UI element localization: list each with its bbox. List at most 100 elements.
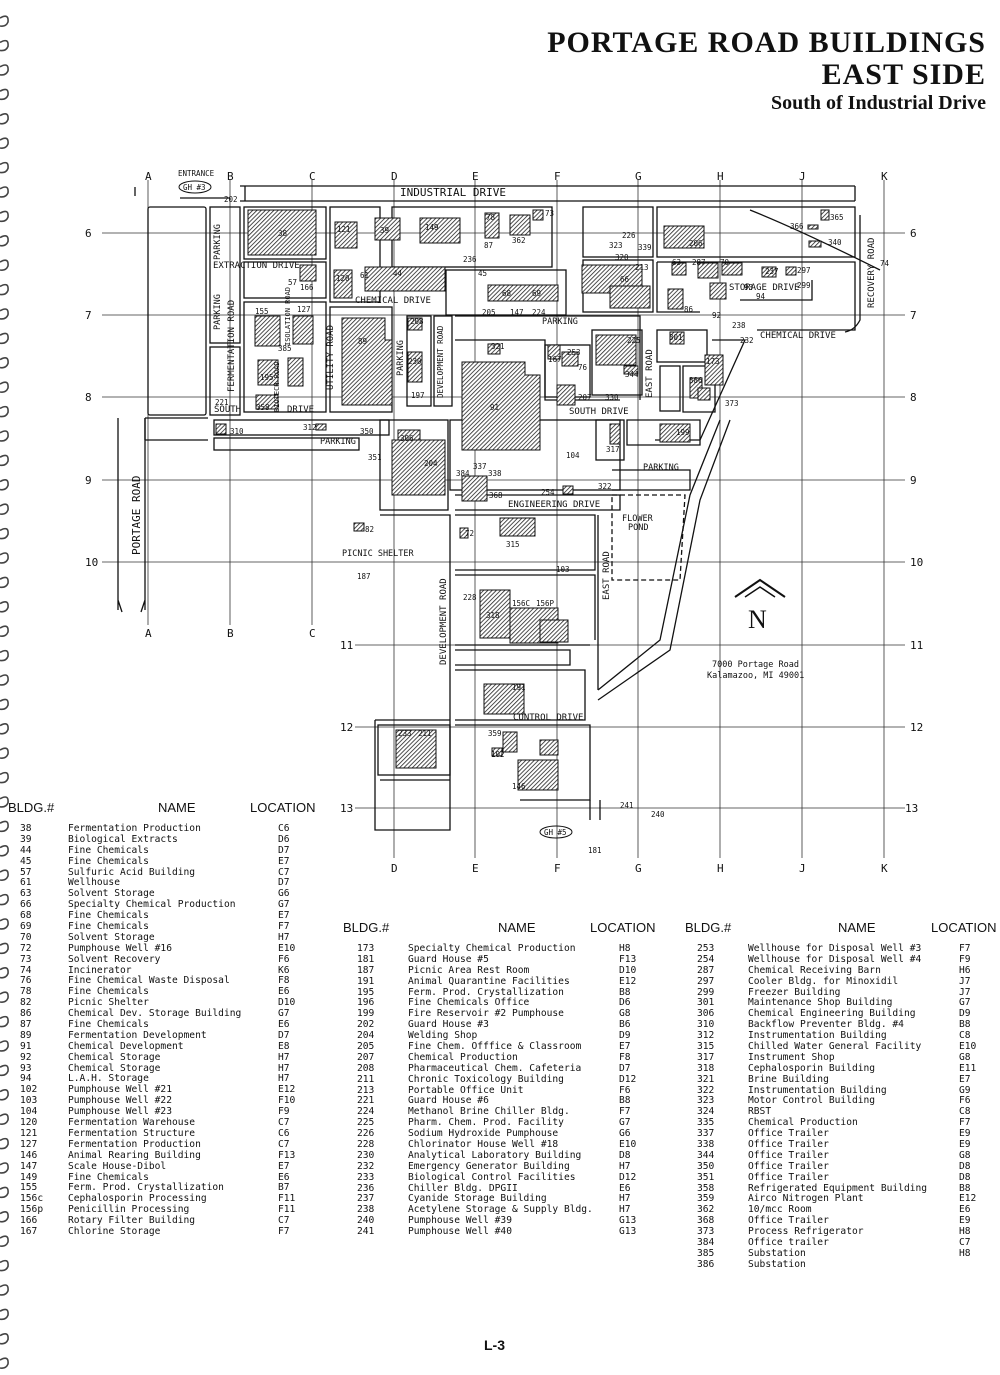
building-number-label: 226: [622, 231, 636, 240]
building-name: Office Trailer: [748, 1160, 829, 1172]
grid-row-label: 11: [910, 639, 923, 652]
building-name: Chiller Bldg. DPGII: [408, 1182, 518, 1194]
building-name: Pumphouse Well #39: [408, 1215, 512, 1227]
grid-row-label: 9: [910, 474, 917, 487]
building-location: B8: [619, 1095, 631, 1107]
building-name: Chronic Toxicology Building: [408, 1073, 564, 1085]
building-name: Picnic Shelter: [68, 997, 149, 1009]
spiral-ring: [0, 39, 9, 52]
table-header-name: NAME: [158, 800, 196, 815]
building-number-label: 213: [635, 263, 649, 272]
grid-col-label: G: [635, 170, 642, 183]
bldg-number: 230: [357, 1149, 375, 1161]
building-location: B8: [959, 1182, 971, 1194]
building-number-label: 211: [418, 729, 432, 738]
bldg-number: 299: [697, 986, 715, 998]
spiral-ring: [0, 503, 9, 515]
building-number-label: 191: [512, 683, 526, 692]
building-location: G9: [959, 1084, 971, 1096]
spiral-ring: [0, 430, 9, 442]
building-number-label: 323: [609, 241, 623, 250]
building-number-label: 78: [486, 213, 496, 222]
spiral-ring: [0, 796, 9, 808]
bldg-number: 321: [697, 1073, 715, 1085]
road-label: RECOVERY ROAD: [867, 238, 877, 308]
spiral-ring: [0, 357, 9, 369]
bldg-number: 237: [357, 1193, 375, 1205]
building-number-label: 73: [545, 209, 554, 218]
building-number-label: 167: [548, 355, 562, 364]
road-label: UTILITY ROAD: [326, 325, 336, 390]
buildings: [215, 209, 830, 791]
bldg-number: 384: [697, 1237, 715, 1249]
building-name: Fermentation Warehouse: [68, 1117, 196, 1129]
building-location: D9: [959, 1008, 971, 1020]
building-number-label: 181: [588, 846, 602, 855]
building-name: Cephalosporin Building: [748, 1062, 876, 1074]
road-label: CONTROL DRIVE: [513, 713, 583, 723]
building-number-label: 386: [689, 376, 703, 385]
building-number-label: 365: [830, 213, 844, 222]
bldg-number: 127: [20, 1138, 38, 1150]
building-number-label: 320: [615, 253, 629, 262]
spiral-ring: [0, 161, 9, 174]
bldg-number: 156p: [20, 1204, 44, 1216]
bldg-number: 301: [697, 997, 715, 1009]
spiral-ring: [0, 649, 9, 662]
building-name: Solvent Storage: [68, 888, 155, 900]
grid-row-label: 6: [910, 227, 917, 240]
building-name: Wellhouse for Disposal Well #4: [748, 953, 922, 965]
building-name: Chemical Production: [748, 1117, 858, 1129]
grid-col-label: D: [391, 170, 398, 183]
spiral-ring: [0, 259, 9, 271]
building-number-label: 74: [880, 259, 890, 268]
grid-col-label: D: [391, 862, 398, 875]
building-number-label: 373: [725, 399, 739, 408]
page-title-line-2: EAST SIDE: [821, 58, 986, 91]
building-location: F7: [619, 1106, 631, 1118]
building-number-label: 344: [625, 370, 639, 379]
building-location: F11: [278, 1204, 296, 1216]
bldg-number: 91: [20, 1040, 32, 1052]
building-number-label: 61: [360, 271, 369, 280]
building-number-label: 254: [541, 488, 555, 497]
building-number-label: 204: [424, 459, 438, 468]
building-location: D9: [619, 1030, 631, 1042]
spiral-ring: [0, 283, 9, 296]
spiral-ring: [0, 698, 9, 711]
building-location: C8: [959, 1106, 971, 1118]
building-name: Incinerator: [68, 964, 132, 976]
road-label: PORTAGE ROAD: [130, 476, 143, 555]
grid-row-label: 9: [85, 474, 92, 487]
spiral-ring: [0, 942, 9, 955]
building-name: Brine Building: [748, 1073, 829, 1085]
spiral-ring: [0, 137, 9, 149]
building-name: Analytical Laboratory Building: [408, 1149, 582, 1161]
building-location: D8: [959, 1160, 971, 1172]
grid-col-label: K: [881, 170, 888, 183]
building-location: H8: [959, 1247, 971, 1259]
spiral-binding: [0, 15, 9, 1369]
building-name: Fermentation Production: [68, 1138, 201, 1150]
spiral-ring: [0, 1284, 9, 1296]
building-location: G8: [959, 1051, 971, 1063]
bldg-number: 45: [20, 855, 32, 867]
flower-pond-label: FLOWER: [622, 514, 654, 524]
building-location: F6: [619, 1084, 631, 1096]
building-number-label: 82: [365, 525, 374, 534]
bldg-number: 38: [20, 823, 32, 834]
bldg-number: 344: [697, 1149, 715, 1161]
bldg-number: 73: [20, 953, 32, 965]
building-location: G8: [959, 1149, 971, 1161]
